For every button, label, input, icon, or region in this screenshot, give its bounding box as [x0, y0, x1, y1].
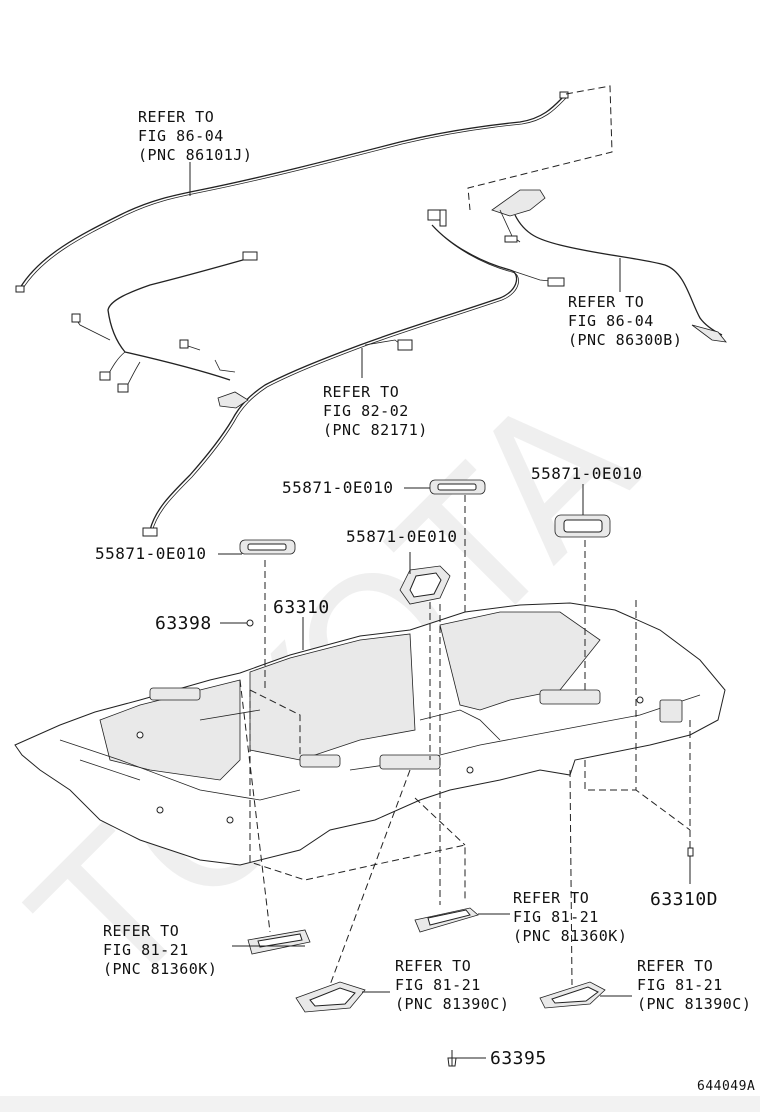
- part-number-55871-mid: 55871-0E010: [346, 527, 457, 546]
- ref-line-2: FIG 86-04: [138, 127, 224, 145]
- ref-line-1: REFER TO: [637, 957, 713, 975]
- ref-86300b: REFER TO FIG 86-04 (PNC 86300B): [568, 293, 682, 349]
- lamp-81360k-right: [414, 907, 479, 933]
- ref-81390c-left: REFER TO FIG 81-21 (PNC 81390C): [395, 957, 509, 1013]
- ref-line-3: (PNC 82171): [323, 421, 428, 439]
- grip-55871-a: [239, 539, 296, 555]
- ref-line-2: FIG 81-21: [395, 976, 481, 994]
- grip-55871-b: [429, 479, 486, 495]
- ref-81360k-left: REFER TO FIG 81-21 (PNC 81360K): [103, 922, 217, 978]
- ref-line-1: REFER TO: [568, 293, 644, 311]
- part-number-63310d: 63310D: [650, 889, 718, 910]
- roof-headlining-63310: [14, 602, 726, 866]
- lamp-81390c-left: [295, 981, 366, 1013]
- ref-81360k-right: REFER TO FIG 81-21 (PNC 81360K): [513, 889, 627, 945]
- figure-code: 644049A: [697, 1079, 755, 1094]
- ref-line-3: (PNC 81360K): [103, 960, 217, 978]
- clip-63398: [246, 619, 254, 627]
- wire-harness-82171: [71, 209, 565, 537]
- part-number-55871-right: 55871-0E010: [531, 464, 642, 483]
- ref-line-2: FIG 81-21: [513, 908, 599, 926]
- ref-line-3: (PNC 86300B): [568, 331, 682, 349]
- grip-55871-d: [554, 514, 611, 538]
- ref-line-1: REFER TO: [395, 957, 471, 975]
- ref-line-3: (PNC 81360K): [513, 927, 627, 945]
- ref-82171: REFER TO FIG 82-02 (PNC 82171): [323, 383, 428, 439]
- footer-bar: [0, 1096, 760, 1112]
- part-number-63310: 63310: [273, 597, 330, 618]
- clip-63310d: [687, 847, 694, 857]
- ref-line-2: FIG 81-21: [637, 976, 723, 994]
- ref-line-2: FIG 82-02: [323, 402, 409, 420]
- lamp-81390c-right: [539, 981, 606, 1009]
- lamp-81360k-left: [247, 929, 311, 955]
- leader-lines: [189, 162, 691, 1059]
- part-number-63398: 63398: [155, 613, 212, 634]
- ref-line-2: FIG 81-21: [103, 941, 189, 959]
- ref-81390c-right: REFER TO FIG 81-21 (PNC 81390C): [637, 957, 751, 1013]
- grip-55871-c: [399, 565, 451, 605]
- ref-line-1: REFER TO: [513, 889, 589, 907]
- assembly-lines: [239, 495, 691, 986]
- part-number-55871-top: 55871-0E010: [282, 478, 393, 497]
- ref-line-1: REFER TO: [323, 383, 399, 401]
- ref-line-3: (PNC 81390C): [395, 995, 509, 1013]
- ref-line-3: (PNC 86101J): [138, 146, 252, 164]
- ref-line-1: REFER TO: [138, 108, 214, 126]
- wire-harness-86300b: [491, 189, 727, 343]
- ref-line-3: (PNC 81390C): [637, 995, 751, 1013]
- ref-line-2: FIG 86-04: [568, 312, 654, 330]
- ref-line-1: REFER TO: [103, 922, 179, 940]
- part-number-63395: 63395: [490, 1048, 547, 1069]
- screw-63395: [447, 1050, 457, 1067]
- ref-86101j: REFER TO FIG 86-04 (PNC 86101J): [138, 108, 252, 164]
- part-number-55871-left: 55871-0E010: [95, 544, 206, 563]
- wire-harness-86101j: [15, 85, 613, 293]
